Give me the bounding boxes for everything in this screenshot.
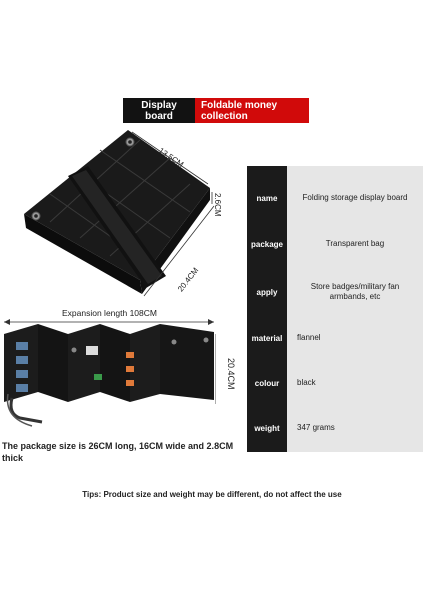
spec-row-apply: apply Store badges/military fan armbands… bbox=[247, 272, 423, 312]
spec-key: package bbox=[250, 239, 284, 249]
spec-row-package: package Transparent bag bbox=[247, 224, 423, 264]
spec-row-name: name Folding storage display board bbox=[247, 178, 423, 218]
banner-left-line2: board bbox=[145, 111, 173, 122]
thickness-dimension-label: 2.6CM bbox=[213, 193, 222, 217]
spec-value: flannel bbox=[297, 333, 321, 342]
folded-board-image bbox=[24, 130, 215, 297]
spec-row-weight: weight 347 grams bbox=[247, 408, 423, 448]
spec-key: material bbox=[251, 333, 283, 343]
expansion-arrow bbox=[4, 319, 214, 325]
spec-key: name bbox=[256, 193, 278, 203]
spec-row-material: material flannel bbox=[247, 318, 423, 358]
spec-label-column bbox=[247, 166, 287, 452]
spec-value: Store badges/military fan armbands, etc bbox=[310, 282, 400, 301]
package-size-note: The package size is 26CM long, 16CM wide… bbox=[2, 441, 234, 463]
banner-display-board: Display board bbox=[123, 98, 195, 123]
height-dimension-label: 20.4CM bbox=[226, 358, 236, 390]
spec-value: black bbox=[297, 378, 316, 387]
banner-left-line1: Display bbox=[141, 100, 177, 111]
banner-right-line1: Foldable money bbox=[201, 100, 278, 111]
expansion-length-label: Expansion length 108CM bbox=[60, 308, 159, 318]
spec-value: Folding storage display board bbox=[302, 193, 408, 202]
spec-row-colour: colour black bbox=[247, 363, 423, 403]
spec-key: colour bbox=[254, 378, 280, 388]
spec-panel: name Folding storage display board packa… bbox=[247, 166, 423, 452]
spec-key: weight bbox=[254, 423, 280, 433]
spec-key: apply bbox=[256, 287, 278, 297]
banner-right-line2: collection bbox=[201, 111, 248, 122]
unfolded-board-image bbox=[4, 324, 216, 427]
spec-value: Transparent bag bbox=[325, 239, 385, 248]
title-banner: Display board Foldable money collection bbox=[123, 98, 309, 123]
banner-foldable-collection: Foldable money collection bbox=[195, 98, 309, 123]
tips-note: Tips: Product size and weight may be dif… bbox=[82, 490, 342, 499]
spec-value: 347 grams bbox=[297, 423, 335, 432]
